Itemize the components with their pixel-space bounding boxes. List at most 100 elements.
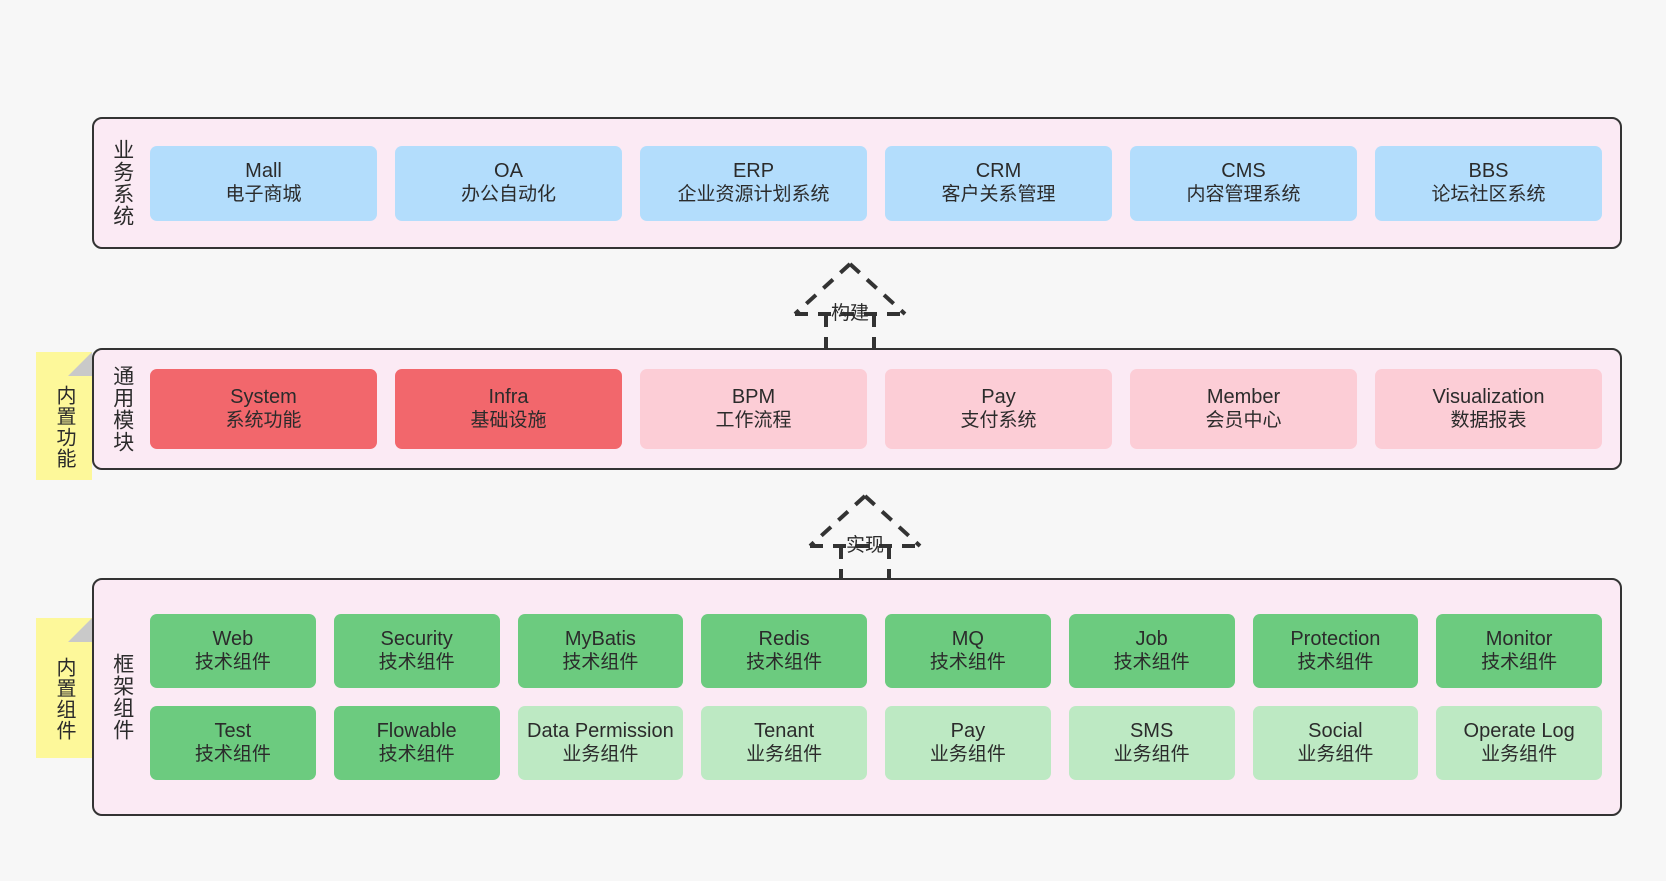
node-flowable-desc: 技术组件 [378, 744, 455, 766]
node-member-name: Member [1206, 386, 1281, 409]
layer-body-business: Mall 电子商城 OA 办公自动化 ERP 企业资源计划系统 CRM 客户关系… [150, 119, 1620, 247]
layer-body-framework: Web 技术组件 Security 技术组件 MyBatis 技术组件 Redi… [150, 580, 1620, 814]
node-pay-component-name: Pay [950, 720, 986, 743]
node-bbs-desc: 论坛社区系统 [1431, 184, 1546, 206]
node-operate-log-desc: 业务组件 [1481, 744, 1558, 766]
sticky-note-builtin-components-label: 内置组件 [53, 657, 75, 741]
connector-build: 构建 [760, 258, 940, 358]
node-visualization[interactable]: Visualization 数据报表 [1375, 369, 1602, 449]
node-protection-desc: 技术组件 [1297, 652, 1374, 674]
node-row-common: System 系统功能 Infra 基础设施 BPM 工作流程 Pay 支付系统… [150, 369, 1602, 449]
arrow-right-edge [863, 494, 922, 548]
arrow-left-edge [793, 262, 852, 316]
node-flowable-name: Flowable [376, 720, 457, 743]
sticky-note-builtin-features-label: 内置功能 [53, 385, 75, 469]
node-data-permission[interactable]: Data Permission 业务组件 [517, 706, 684, 780]
node-operate-log[interactable]: Operate Log 业务组件 [1436, 706, 1602, 780]
node-visualization-desc: 数据报表 [1450, 410, 1527, 432]
node-social-desc: 业务组件 [1297, 744, 1374, 766]
node-oa[interactable]: OA 办公自动化 [395, 145, 622, 221]
layer-title-business: 业务系统 [110, 139, 134, 227]
node-infra-name: Infra [488, 386, 529, 409]
node-web-desc: 技术组件 [194, 652, 271, 674]
node-redis[interactable]: Redis 技术组件 [701, 614, 867, 688]
node-web-name: Web [212, 628, 254, 651]
layer-title-framework: 框架组件 [110, 653, 134, 741]
node-pay-component[interactable]: Pay 业务组件 [885, 706, 1051, 780]
sticky-note-builtin-components: 内置组件 [36, 618, 92, 758]
node-tenant[interactable]: Tenant 业务组件 [701, 706, 867, 780]
node-mq[interactable]: MQ 技术组件 [885, 614, 1051, 688]
node-row-framework-business: Test 技术组件 Flowable 技术组件 Data Permission … [150, 706, 1602, 780]
connector-implement: 实现 [775, 490, 955, 590]
node-bbs[interactable]: BBS 论坛社区系统 [1375, 145, 1602, 221]
node-bpm[interactable]: BPM 工作流程 [640, 369, 867, 449]
node-system-desc: 系统功能 [225, 410, 302, 432]
node-pay-module[interactable]: Pay 支付系统 [885, 369, 1112, 449]
node-mall-desc: 电子商城 [225, 184, 302, 206]
connector-build-label: 构建 [830, 303, 870, 324]
node-bpm-name: BPM [731, 386, 776, 409]
node-infra[interactable]: Infra 基础设施 [395, 369, 622, 449]
node-job[interactable]: Job 技术组件 [1068, 614, 1235, 688]
layer-body-common: System 系统功能 Infra 基础设施 BPM 工作流程 Pay 支付系统… [150, 350, 1620, 468]
node-operate-log-name: Operate Log [1463, 720, 1575, 743]
node-row-framework-tech: Web 技术组件 Security 技术组件 MyBatis 技术组件 Redi… [150, 614, 1602, 688]
node-monitor[interactable]: Monitor 技术组件 [1436, 614, 1602, 688]
node-member[interactable]: Member 会员中心 [1130, 369, 1357, 449]
node-tenant-desc: 业务组件 [746, 744, 823, 766]
node-protection-name: Protection [1290, 628, 1381, 651]
node-system[interactable]: System 系统功能 [150, 369, 377, 449]
node-test[interactable]: Test 技术组件 [150, 706, 316, 780]
node-pay-module-name: Pay [981, 386, 1016, 409]
node-row-business: Mall 电子商城 OA 办公自动化 ERP 企业资源计划系统 CRM 客户关系… [150, 145, 1602, 221]
node-security-name: Security [380, 628, 453, 651]
node-social[interactable]: Social 业务组件 [1252, 706, 1419, 780]
node-visualization-name: Visualization [1432, 386, 1545, 409]
node-data-permission-name: Data Permission [527, 720, 674, 743]
node-oa-desc: 办公自动化 [460, 184, 556, 206]
node-monitor-desc: 技术组件 [1481, 652, 1558, 674]
node-social-name: Social [1308, 720, 1363, 743]
sticky-note-builtin-features: 内置功能 [36, 352, 92, 480]
node-protection[interactable]: Protection 技术组件 [1252, 614, 1419, 688]
arrow-left-edge [808, 494, 867, 548]
node-tenant-name: Tenant [754, 720, 815, 743]
node-pay-module-desc: 支付系统 [960, 410, 1037, 432]
node-mybatis[interactable]: MyBatis 技术组件 [517, 614, 684, 688]
node-job-desc: 技术组件 [1113, 652, 1190, 674]
arrow-right-edge [848, 262, 907, 316]
node-security[interactable]: Security 技术组件 [333, 614, 500, 688]
node-mall[interactable]: Mall 电子商城 [150, 145, 377, 221]
node-system-name: System [230, 386, 297, 409]
node-oa-name: OA [494, 160, 523, 183]
layer-title-common: 通用模块 [110, 365, 134, 453]
node-security-desc: 技术组件 [378, 652, 455, 674]
node-erp[interactable]: ERP 企业资源计划系统 [640, 145, 867, 221]
node-crm-name: CRM [975, 160, 1022, 183]
layer-framework-components: 框架组件 Web 技术组件 Security 技术组件 MyBatis 技术组件… [92, 578, 1622, 816]
node-monitor-name: Monitor [1485, 628, 1553, 651]
node-redis-name: Redis [758, 628, 810, 651]
node-redis-desc: 技术组件 [746, 652, 823, 674]
node-data-permission-desc: 业务组件 [562, 744, 639, 766]
node-sms-name: SMS [1129, 720, 1174, 743]
node-mall-name: Mall [245, 160, 282, 183]
node-mq-name: MQ [951, 628, 984, 651]
node-job-name: Job [1135, 628, 1168, 651]
node-bpm-desc: 工作流程 [715, 410, 792, 432]
layer-common-modules: 通用模块 System 系统功能 Infra 基础设施 BPM 工作流程 Pay… [92, 348, 1622, 470]
node-pay-component-desc: 业务组件 [929, 744, 1006, 766]
node-erp-name: ERP [732, 160, 775, 183]
node-flowable[interactable]: Flowable 技术组件 [333, 706, 500, 780]
node-cms[interactable]: CMS 内容管理系统 [1130, 145, 1357, 221]
node-infra-desc: 基础设施 [470, 410, 547, 432]
node-cms-name: CMS [1221, 160, 1266, 183]
node-web[interactable]: Web 技术组件 [150, 614, 316, 688]
node-sms[interactable]: SMS 业务组件 [1068, 706, 1235, 780]
node-member-desc: 会员中心 [1205, 410, 1282, 432]
connector-implement-label: 实现 [845, 535, 885, 556]
node-crm[interactable]: CRM 客户关系管理 [885, 145, 1112, 221]
node-sms-desc: 业务组件 [1113, 744, 1190, 766]
